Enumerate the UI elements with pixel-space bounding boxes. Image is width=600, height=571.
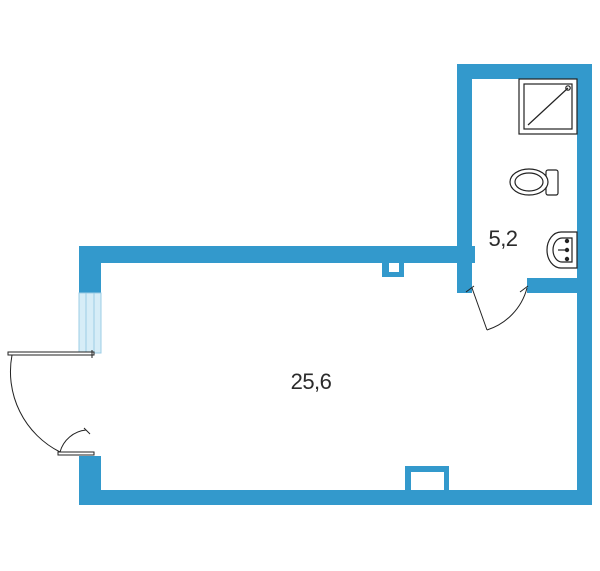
wall-bath-top xyxy=(457,64,592,79)
shower-tray-icon xyxy=(518,78,578,135)
walls xyxy=(79,64,592,505)
bathroom-door xyxy=(465,285,529,331)
wall-left-upper xyxy=(79,246,101,293)
wall-bath-left xyxy=(457,64,472,293)
bathroom-area-label: 5,2 xyxy=(488,226,517,251)
sink-icon xyxy=(546,231,578,269)
column-top xyxy=(382,246,404,277)
wall-bath-bottom xyxy=(527,278,592,293)
wall-bottom xyxy=(79,490,592,505)
window xyxy=(78,292,102,354)
wall-top xyxy=(79,246,475,263)
main-room-area-label: 25,6 xyxy=(291,369,332,394)
entrance-door xyxy=(7,350,95,456)
toilet-icon xyxy=(509,168,559,196)
